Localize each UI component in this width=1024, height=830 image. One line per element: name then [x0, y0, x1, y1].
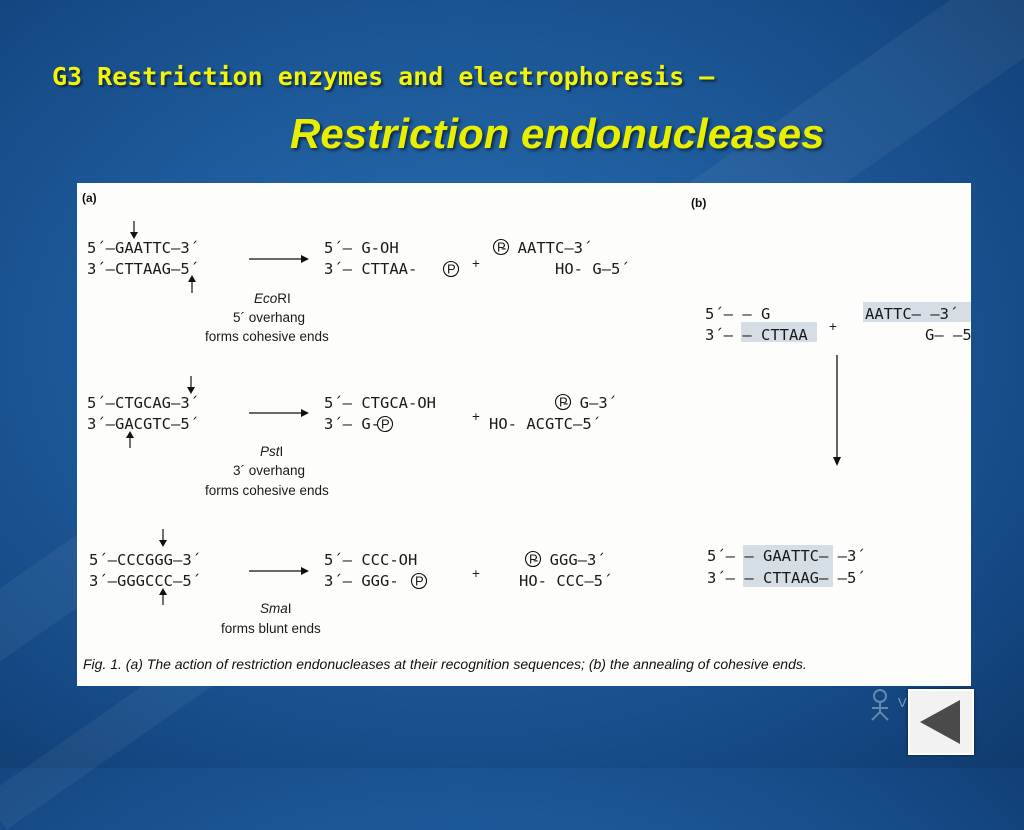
psti-product1-bottom: 3´– G- [324, 415, 380, 433]
psti-top-strand: 5´–CTGCAG–3´ [87, 394, 199, 412]
phosphate-circle [376, 415, 394, 433]
psti-product1-top: 5´– CTGCA-OH [324, 394, 436, 412]
ecori-top-strand: 5´–GAATTC–3´ [87, 239, 199, 257]
phosphate-label: P [381, 417, 390, 432]
smai-product1-bottom: 3´– GGG- [324, 572, 399, 590]
annealing-arrow-head [833, 457, 841, 466]
reaction-arrow-head [301, 409, 309, 417]
figure-caption: Fig. 1. (a) The action of restriction en… [83, 656, 807, 672]
smai-name: SmaI [260, 601, 292, 616]
enzyme-name-italic: Sma [260, 601, 288, 616]
cut-arrow-top-head [187, 387, 195, 394]
reaction-arrow-head [301, 567, 309, 575]
annealing-result-bottom: 3´– – CTTAAG– –5´ [707, 569, 866, 587]
annealing-result-top: 5´– – GAATTC– –3´ [707, 547, 866, 565]
cut-arrow-bottom-head [126, 431, 134, 438]
psti-product2-top: - G–3´ [561, 394, 617, 412]
smai-product1-top: 5´– CCC-OH [324, 551, 417, 569]
smai-top-strand: 5´–CCCGGG–3´ [89, 551, 201, 569]
plus-sign: + [472, 256, 480, 271]
cut-arrow-top-head [159, 540, 167, 547]
psti-product2-bottom: HO- ACGTC–5´ [489, 415, 601, 433]
ecori-product2-bottom: HO- G–5´ [555, 260, 630, 278]
phosphate-label: P [497, 240, 506, 255]
phosphate-circle [442, 260, 460, 278]
panel-a-label: (a) [82, 191, 97, 205]
smai-block: 5´–CCCGGG–3´ 3´–GGGCCC–5´ 5´– CCC-OH 3´–… [89, 529, 612, 636]
cut-arrow-bottom-head [188, 275, 196, 282]
ecori-name: EcoRI [254, 291, 291, 306]
psti-name: PstI [260, 444, 283, 459]
phosphate-circle [410, 572, 428, 590]
annealing-panel: 5´– – G 3´– – CTTAA + AATTC– –3´ G– –5´ … [705, 302, 971, 587]
reaction-arrow-head [301, 255, 309, 263]
enzyme-name-italic: Pst [260, 444, 281, 459]
plus-sign: + [472, 566, 480, 581]
phosphate-label: P [415, 574, 424, 589]
ecori-bottom-strand: 3´–CTTAAG–5´ [87, 260, 199, 278]
phosphate-circle [554, 393, 572, 411]
psti-overhang: 3´ overhang [233, 463, 305, 478]
ecori-block: 5´–GAATTC–3´ 3´–CTTAAG–5´ 5´– G-OH 3´– C… [87, 221, 630, 344]
smai-product2-bottom: HO- CCC–5´ [519, 572, 612, 590]
smai-bottom-strand: 3´–GGGCCC–5´ [89, 572, 201, 590]
logo-head [873, 689, 887, 703]
highlight-cttaa [741, 322, 817, 342]
enzyme-name-rest: I [280, 444, 284, 459]
back-button[interactable] [908, 689, 974, 755]
phosphate-label: P [447, 262, 456, 277]
annealing-left-top: 5´– – G [705, 305, 770, 323]
phosphate-label: P [559, 395, 568, 410]
enzyme-name-italic: Eco [254, 291, 278, 306]
slide-title: G3 Restriction enzymes and electrophores… [52, 62, 715, 91]
enzyme-name-rest: I [288, 601, 292, 616]
phosphate-circle [524, 550, 542, 568]
phosphate-label: P [529, 552, 538, 567]
cut-arrow-top-head [130, 232, 138, 239]
highlight-result [743, 545, 833, 587]
enzyme-name-rest: RI [277, 291, 291, 306]
restriction-figure: (a) (b) 5´–GAATTC–3´ 3´–CTTAAG–5´ 5´– G-… [77, 183, 971, 686]
smai-ends: forms blunt ends [221, 621, 321, 636]
ecori-product1-top: 5´– G-OH [324, 239, 399, 257]
annealing-right-bottom: G– –5´ [925, 326, 971, 344]
annealing-right-top: AATTC– –3´ [865, 305, 958, 323]
annealing-plus: + [829, 319, 837, 334]
slide-subtitle: Restriction endonucleases [290, 110, 825, 157]
figure-svg: (a) (b) 5´–GAATTC–3´ 3´–CTTAAG–5´ 5´– G-… [82, 191, 971, 672]
cut-arrow-bottom-head [159, 588, 167, 595]
psti-ends: forms cohesive ends [205, 483, 329, 498]
panel-b-label: (b) [691, 196, 706, 210]
phosphate-circle [492, 238, 510, 256]
logo-body [871, 702, 889, 721]
plus-sign: + [472, 409, 480, 424]
ecori-product1-bottom: 3´– CTTAA- [324, 260, 417, 278]
ecori-ends: forms cohesive ends [205, 329, 329, 344]
ecori-product2-top: - AATTC–3´ [499, 239, 592, 257]
psti-bottom-strand: 3´–GACGTC–5´ [87, 415, 199, 433]
psti-block: 5´–CTGCAG–3´ 3´–GACGTC–5´ 5´– CTGCA-OH 3… [87, 376, 617, 498]
vidio-logo-icon [866, 686, 906, 722]
vidio-logo-svg [871, 689, 889, 721]
annealing-left-bottom: 3´– – CTTAA [705, 326, 808, 344]
triangle-left-icon [920, 700, 960, 744]
highlight-aattc [863, 302, 971, 322]
ecori-overhang: 5´ overhang [233, 310, 305, 325]
smai-product2-top: - GGG–3´ [531, 551, 606, 569]
